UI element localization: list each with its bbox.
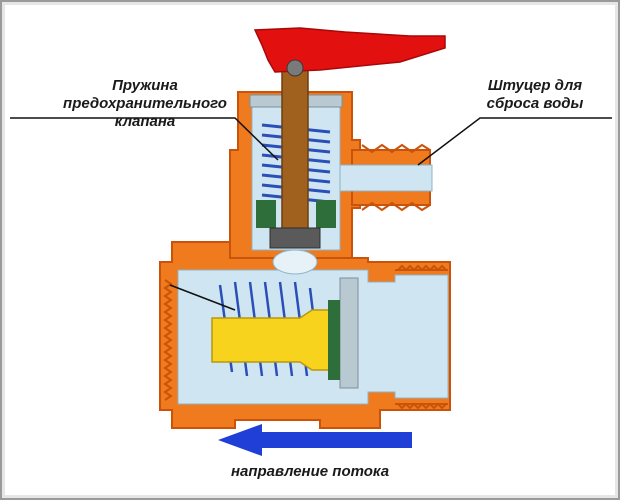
plunger-seal: [328, 300, 340, 380]
handle-pivot: [286, 59, 304, 77]
stem-plug: [269, 227, 321, 249]
fitting-label: Штуцер для сброса воды: [455, 77, 615, 113]
leader-spring: [10, 117, 279, 161]
spring-label: Пружина предохранительного клапана: [30, 77, 260, 131]
leader-fitting: [417, 117, 612, 166]
flow-direction-label: направление потока: [230, 463, 390, 480]
valve-stem: [281, 54, 309, 231]
spring-label-line-3: клапана: [114, 113, 176, 130]
inlet-thread: [163, 279, 173, 401]
leader-check-spring: [169, 284, 236, 311]
seal-right: [316, 200, 336, 228]
check-plunger: [211, 309, 341, 371]
seal-left: [256, 200, 276, 228]
spring-label-line-2: предохранительного: [63, 95, 227, 112]
valve-seat: [272, 249, 318, 275]
outlet-thread: [395, 264, 448, 410]
fitting-label-line-1: Штуцер для: [487, 77, 583, 94]
drain-channel: [339, 164, 433, 192]
drain-fitting-ribs: [361, 143, 431, 212]
plunger-seat: [339, 277, 359, 389]
arrow-left-icon: [218, 424, 412, 456]
spring-label-line-1: Пружина: [112, 77, 178, 94]
handle-lever: [253, 27, 446, 73]
fitting-label-line-2: сброса воды: [486, 95, 584, 112]
